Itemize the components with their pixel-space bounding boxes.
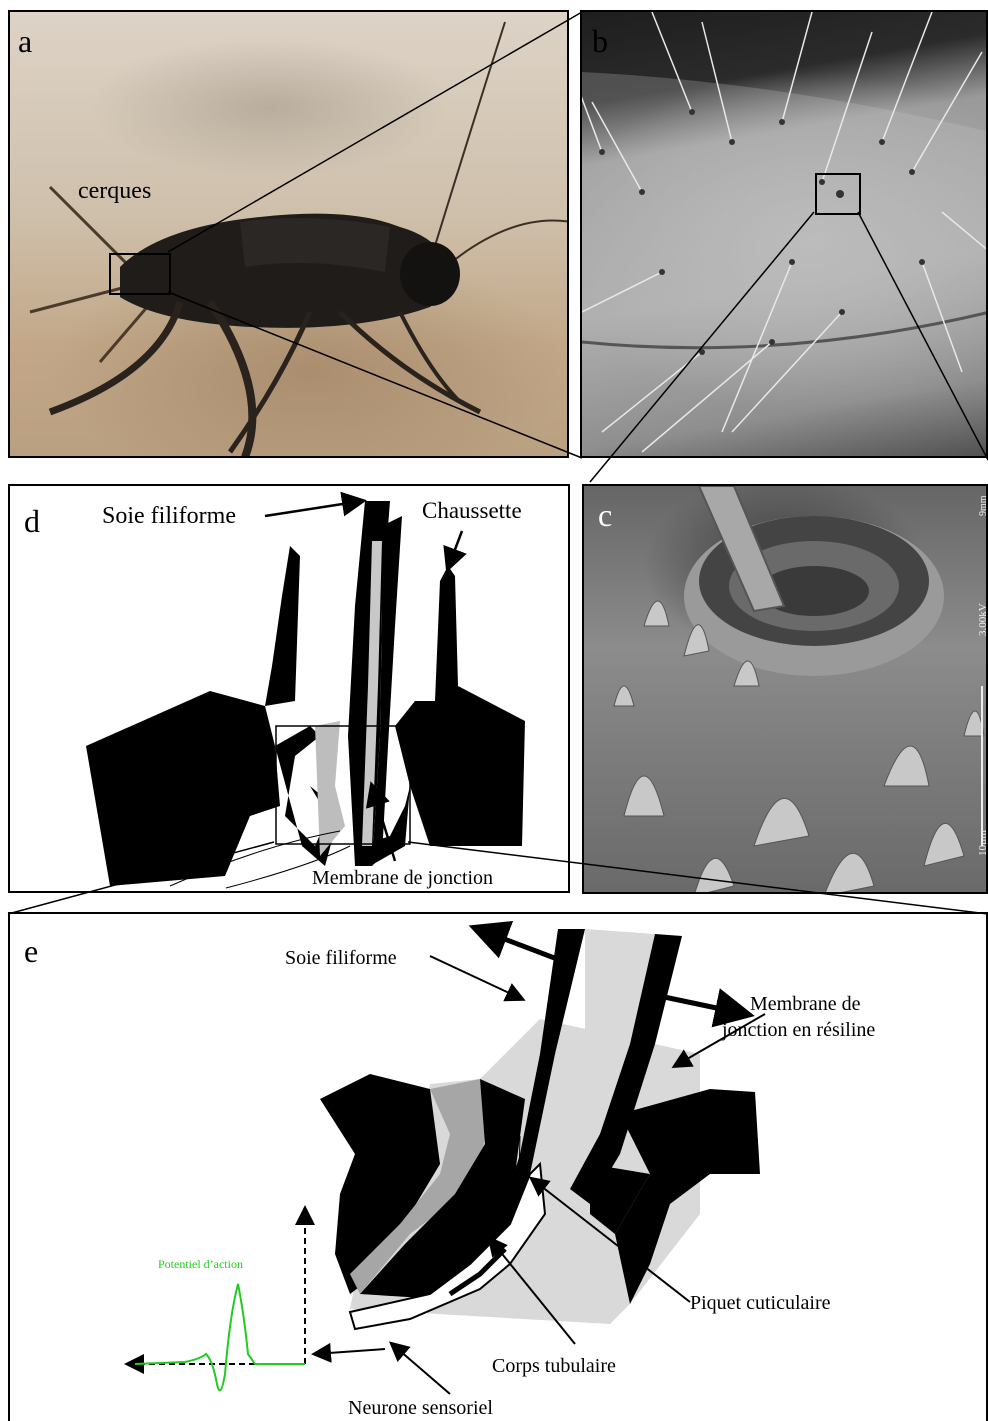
panel-a-letter: a [18,23,32,59]
panel-e-mechanoreceptor: e Soie filiforme Membrane de jonction en… [8,912,988,1421]
membrane-jonction-label-d: Membrane de jonction [312,867,493,889]
sem-voltage-text: 3.00kV [977,603,988,636]
corps-tubulaire-label: Corps tubulaire [492,1355,616,1377]
potentiel-action-label: Potentiel d’action [158,1257,243,1271]
panel-a-cricket-photo: a cerques [8,10,569,458]
socket-sem-illustration: 3.00kV 10µm 9mm c [584,486,988,894]
action-potential-trace [135,1284,305,1390]
soie-filiforme-label-d: Soie filiforme [102,503,236,529]
panel-b-cercus-sem: b [580,10,988,458]
panel-c-letter: c [598,497,612,533]
neurone-sensoriel-label: Neurone sensoriel [348,1397,493,1419]
panel-e-letter: e [24,933,38,969]
panel-c-socket-sem: 3.00kV 10µm 9mm c [582,484,988,894]
hair-schematic-drawing: d Soie filiforme Chaussette Membrane de … [10,486,570,893]
soie-filiforme-label-e: Soie filiforme [285,947,397,969]
membrane-resiline-label-line1: Membrane de [750,993,861,1015]
sem-wd-text: 9mm [978,495,988,516]
chaussette-label: Chaussette [422,498,522,523]
membrane-resiline-label-line2: jonction en résiline [721,1019,875,1041]
cerques-label: cerques [78,178,151,204]
mechanoreceptor-drawing: e Soie filiforme Membrane de jonction en… [10,914,988,1421]
panel-d-letter: d [24,503,40,539]
panel-b-letter: b [592,23,608,59]
cercus-sem-illustration: b [582,12,988,458]
piquet-cuticulaire-label: Piquet cuticulaire [690,1292,831,1314]
cricket-illustration: a cerques [10,12,569,458]
panel-d-hair-schematic: d Soie filiforme Chaussette Membrane de … [8,484,570,893]
sem-scalebar-text: 10µm [977,830,988,856]
